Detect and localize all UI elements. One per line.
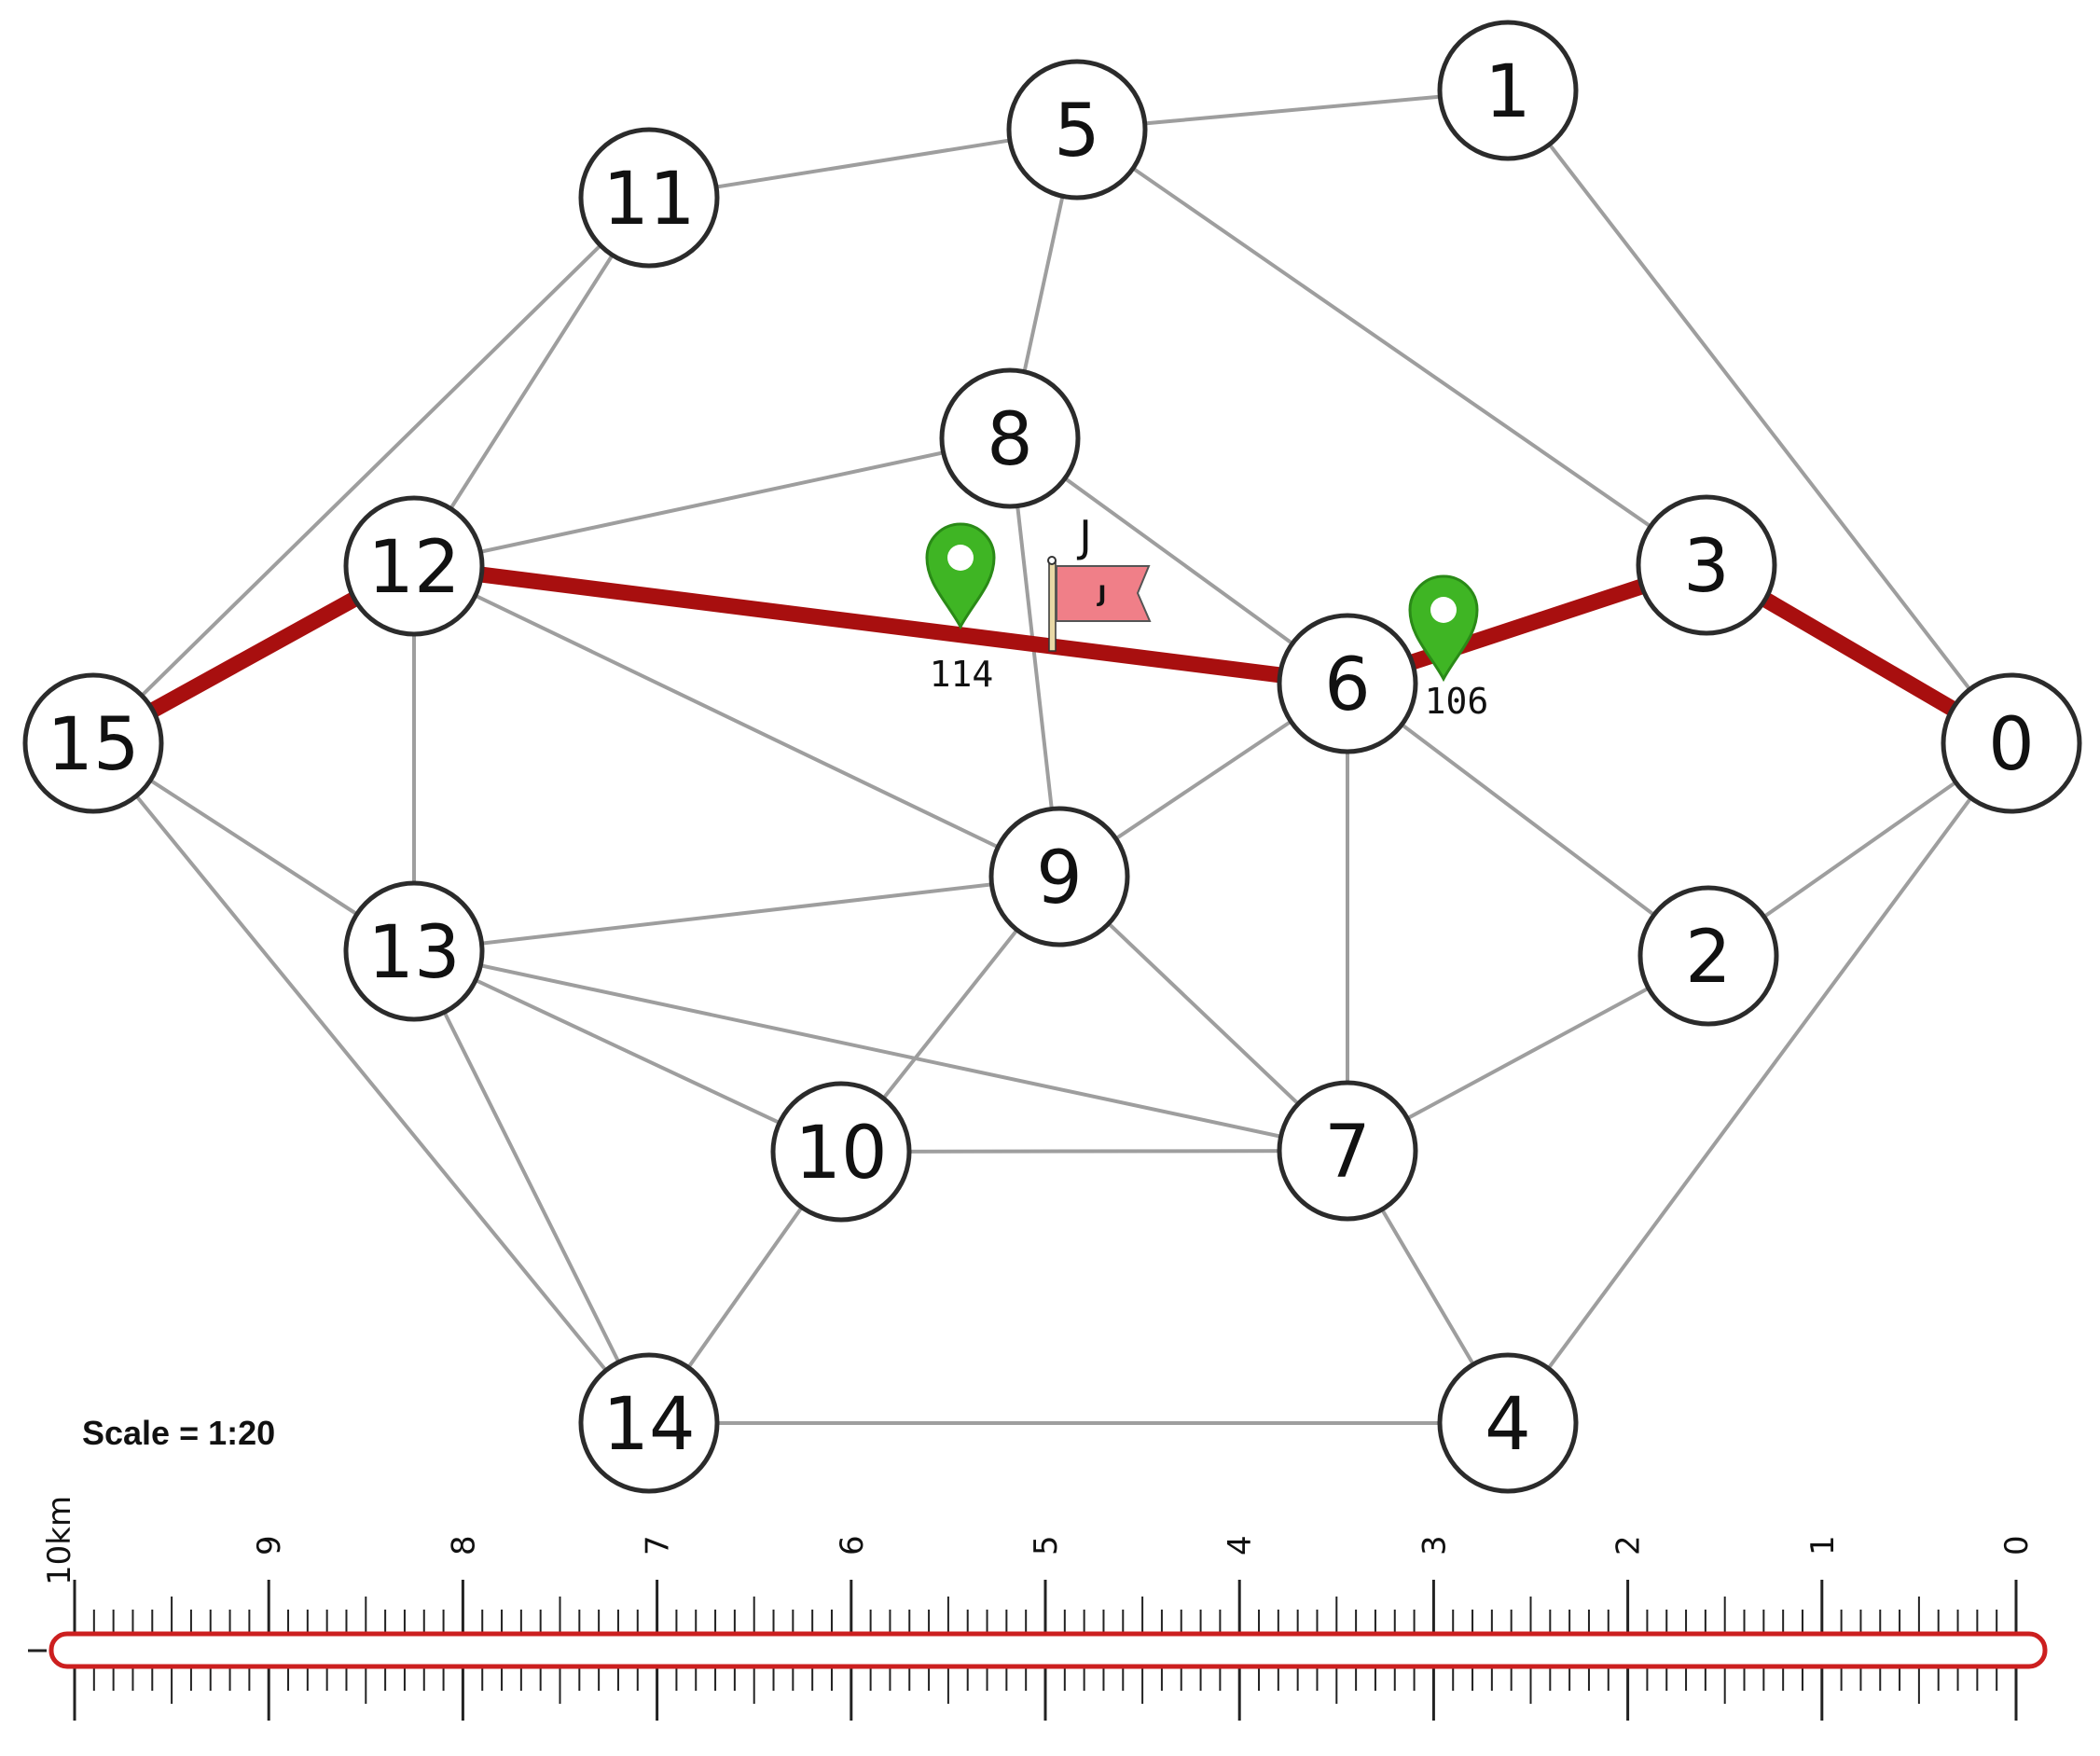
node-9[interactable]: 9	[988, 806, 1130, 947]
node-label: 13	[367, 911, 460, 995]
node-label: 2	[1685, 916, 1732, 1000]
ruler-number: 2	[1610, 1535, 1648, 1556]
edge-5-3	[1075, 128, 1708, 567]
node-circle	[1277, 613, 1418, 754]
ruler-unit-label: 10km	[41, 1496, 78, 1585]
flag-pole	[1048, 560, 1057, 652]
node-label: 15	[47, 703, 139, 787]
marker-label: 114	[930, 654, 994, 695]
node-1[interactable]: 1	[1437, 20, 1579, 161]
node-label: 4	[1485, 1383, 1531, 1467]
node-circle	[1277, 1080, 1418, 1222]
flag-cloth	[1056, 565, 1152, 622]
ruler-number: 5	[1028, 1535, 1065, 1556]
node-7[interactable]: 7	[1277, 1080, 1418, 1222]
flag-letter: J	[1097, 581, 1107, 607]
edge-13-10	[412, 949, 843, 1154]
edge-0-4	[1506, 741, 2013, 1425]
node-label: 10	[794, 1112, 887, 1196]
ruler-number: 9	[251, 1535, 288, 1556]
marker-label: 106	[1425, 681, 1489, 722]
ruler-number: 8	[445, 1535, 482, 1556]
map-pin-hole	[947, 545, 974, 571]
node-circle	[1636, 494, 1777, 636]
ruler-number: 3	[1416, 1535, 1453, 1556]
node-circle	[1637, 885, 1779, 1027]
node-label: 5	[1054, 90, 1100, 173]
node-label: 9	[1036, 837, 1083, 920]
node-circle	[343, 880, 485, 1022]
node-circle	[343, 495, 485, 637]
map-pin-icon[interactable]	[925, 522, 996, 630]
node-8[interactable]: 8	[939, 367, 1081, 509]
node-0[interactable]: 0	[1941, 672, 2082, 814]
flag-icon[interactable]: J	[1047, 556, 1152, 652]
edge-5-11	[647, 128, 1079, 200]
node-circle	[578, 127, 720, 269]
ruler: 10km 9 8 7 6 5 4 3 2 1 0	[28, 1496, 2048, 1721]
node-12[interactable]: 12	[343, 495, 485, 637]
node-5[interactable]: 5	[1006, 59, 1148, 200]
node-circle	[1437, 20, 1579, 161]
map-pin-icon[interactable]	[1408, 574, 1479, 683]
node-14[interactable]: 14	[578, 1352, 720, 1494]
ruler-number: 1	[1804, 1535, 1842, 1556]
node-4[interactable]: 4	[1437, 1352, 1579, 1494]
edge-11-15	[91, 196, 651, 745]
edge-12-9	[412, 564, 1061, 878]
ruler-number: 7	[640, 1535, 677, 1556]
ruler-number: 6	[834, 1535, 871, 1556]
node-10[interactable]: 10	[770, 1081, 912, 1223]
edge-9-13	[412, 875, 1061, 953]
map-pin-shape	[925, 522, 996, 630]
flag-title: J	[1076, 511, 1092, 561]
node-label: 14	[602, 1383, 695, 1467]
edge-8-9	[1008, 436, 1061, 878]
edge-15-14	[91, 741, 651, 1425]
map-pin-shape	[1408, 574, 1479, 683]
flag-pole-top	[1047, 556, 1057, 565]
node-circle	[770, 1081, 912, 1223]
node-circle	[22, 672, 164, 814]
edge-13-7	[412, 949, 1349, 1153]
edge-8-12	[412, 436, 1012, 568]
edge-1-0	[1506, 89, 2013, 745]
node-13[interactable]: 13	[343, 880, 485, 1022]
ruler-number: 4	[1222, 1535, 1259, 1556]
ruler-number: 0	[1998, 1535, 2036, 1556]
node-label: 3	[1683, 525, 1730, 609]
node-circle	[578, 1352, 720, 1494]
edges-layer	[91, 89, 2013, 1425]
node-2[interactable]: 2	[1637, 885, 1779, 1027]
edge-11-12	[412, 196, 651, 568]
node-label: 11	[602, 158, 695, 242]
edge-6-2	[1346, 682, 1710, 958]
node-circle	[988, 806, 1130, 947]
node-label: 12	[367, 526, 460, 610]
node-label: 6	[1324, 643, 1371, 727]
node-circle	[1941, 672, 2082, 814]
node-label: 8	[987, 398, 1033, 482]
node-circle	[939, 367, 1081, 509]
node-11[interactable]: 11	[578, 127, 720, 269]
node-circle	[1006, 59, 1148, 200]
edge-5-1	[1075, 89, 1510, 131]
edge-13-14	[412, 949, 651, 1425]
ruler-numbers: 9 8 7 6 5 4 3 2 1 0	[251, 1535, 2036, 1556]
node-6[interactable]: 6	[1277, 613, 1418, 754]
ruler-ticks	[73, 1580, 2018, 1721]
node-label: 1	[1485, 50, 1531, 134]
node-circle	[1437, 1352, 1579, 1494]
route-segment-12-6	[412, 558, 1349, 692]
edge-10-7	[839, 1149, 1349, 1154]
scale-caption: Scale = 1:20	[82, 1414, 275, 1452]
map-pin-hole	[1430, 597, 1457, 623]
node-15[interactable]: 15	[22, 672, 164, 814]
node-label: 7	[1324, 1111, 1371, 1195]
node-3[interactable]: 3	[1636, 494, 1777, 636]
node-label: 0	[1988, 703, 2035, 787]
ruler-bar	[48, 1631, 2048, 1669]
